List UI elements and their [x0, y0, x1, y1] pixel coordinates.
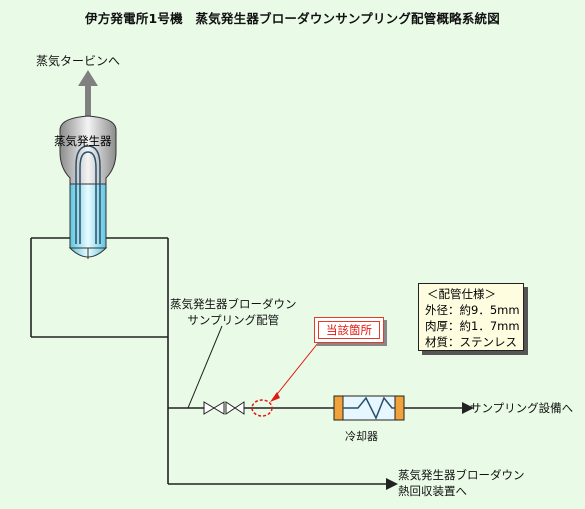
blowdown-piping	[30, 237, 462, 485]
valve-1	[203, 401, 225, 415]
sampling-arrowhead	[462, 402, 474, 414]
valve-2	[225, 401, 245, 415]
target-location-callout-text: 当該箇所	[318, 321, 380, 339]
piping-spec-box: ＜配管仕様＞ 外径：約9．5mm 肉厚：約1．7mm 材質：ステンレス	[418, 283, 524, 351]
spec-thickness: 肉厚：約1．7mm	[425, 319, 520, 333]
sampling-piping-label-line1: 蒸気発生器ブローダウン	[170, 297, 297, 311]
target-location-callout: 当該箇所	[314, 317, 384, 343]
sampling-piping-label-line2: サンプリング配管	[187, 313, 280, 327]
to-turbine-label: 蒸気タービンへ	[36, 54, 121, 68]
to-recovery-label-line2: 熱回収装置へ	[398, 484, 467, 498]
target-location-marker	[251, 399, 273, 417]
to-sampling-equipment-label: サンプリング設備へ	[470, 401, 574, 415]
piping-leader-line	[187, 325, 223, 409]
spec-outer-diameter: 外径：約9．5mm	[425, 303, 520, 317]
sampling-piping-label: 蒸気発生器ブローダウン サンプリング配管	[170, 296, 297, 328]
diagram-title: 伊方発電所1号機 蒸気発生器ブローダウンサンプリング配管概略系統図	[85, 11, 500, 26]
steam-generator	[59, 115, 117, 259]
to-recovery-label: 蒸気発生器ブローダウン 熱回収装置へ	[398, 467, 525, 499]
spec-title: ＜配管仕様＞	[427, 287, 496, 301]
cooler-label: 冷却器	[345, 430, 378, 443]
recovery-arrowhead	[386, 478, 398, 490]
spec-material: 材質：ステンレス	[425, 335, 517, 349]
turbine-arrow	[78, 70, 98, 120]
callout-arrow	[270, 342, 319, 402]
to-recovery-label-line1: 蒸気発生器ブローダウン	[398, 468, 525, 482]
cooler	[333, 395, 405, 421]
steam-generator-label: 蒸気発生器	[54, 134, 112, 148]
